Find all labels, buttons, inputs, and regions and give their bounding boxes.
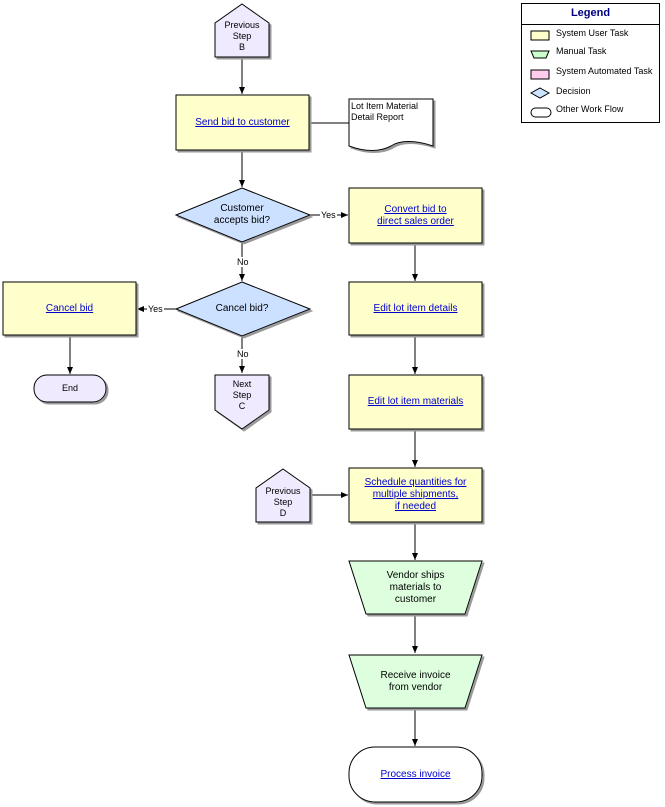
- decision-accepts-label: Customer accepts bid?: [213, 203, 271, 226]
- legend-swatch-decision: [529, 87, 551, 99]
- edit-details-link[interactable]: Edit lot item details: [373, 302, 458, 314]
- task-cancel-box: [2, 281, 137, 336]
- process-invoice-link[interactable]: Process invoice: [380, 768, 451, 780]
- manual-receive-shape: [348, 654, 483, 709]
- manual-vendor-label: Vendor ships materials to customer: [386, 569, 445, 605]
- edge-label-no-cancel: No: [236, 349, 250, 359]
- edge-label-no-accepts: No: [236, 257, 250, 267]
- legend-swatches: [529, 30, 552, 118]
- decision-cancel-label: Cancel bid?: [215, 303, 269, 314]
- legend-swatch-manual-task: [530, 50, 550, 59]
- task-convert-box: [348, 187, 483, 244]
- legend-item-automated-task: System Automated Task: [556, 66, 653, 76]
- decision-accepts-shape: [174, 187, 312, 243]
- convert-bid-link[interactable]: Convert bid to direct sales order: [377, 203, 454, 227]
- legend-item-user-task: System User Task: [556, 28, 629, 38]
- terminator-end-shape: [33, 374, 107, 403]
- offpage-label-next-c: Next Step C: [232, 378, 252, 411]
- legend-divider: [522, 24, 659, 25]
- legend-swatch-user-task: [530, 30, 550, 41]
- edge-label-yes-cancel: Yes: [147, 304, 164, 314]
- schedule-link[interactable]: Schedule quantities for multiple shipmen…: [364, 477, 467, 512]
- legend-item-manual-task: Manual Task: [556, 46, 607, 56]
- legend-item-other-flow: Other Work Flow: [556, 104, 624, 114]
- offpage-prev-step-b: [214, 3, 270, 58]
- legend-title: Legend: [570, 7, 611, 19]
- document-report-shape: [348, 98, 434, 151]
- terminator-end-label: End: [61, 383, 78, 393]
- task-edit-details-box: [348, 281, 483, 336]
- terminator-process-shape: [348, 746, 483, 803]
- legend-swatch-other-flow: [530, 107, 552, 118]
- offpage-prev-step-d: [255, 468, 311, 523]
- decision-cancel-shape: [174, 281, 312, 337]
- task-edit-materials-box: [348, 374, 483, 430]
- manual-receive-label: Receive invoice from vendor: [380, 669, 451, 693]
- offpage-label-prev-d: Previous Step D: [265, 485, 301, 518]
- offpage-label-prev-b: Previous Step B: [224, 19, 260, 52]
- legend-item-decision: Decision: [556, 86, 591, 96]
- task-send-bid-box: [175, 94, 310, 151]
- edge-label-yes-accepts: Yes: [320, 210, 337, 220]
- edit-materials-link[interactable]: Edit lot item materials: [367, 396, 464, 407]
- manual-vendor-shape: [348, 560, 483, 615]
- task-schedule-box: [348, 467, 483, 523]
- cancel-bid-link[interactable]: Cancel bid: [45, 302, 94, 314]
- legend-swatch-automated-task: [530, 69, 550, 80]
- report-label: Lot Item Material Detail Report: [351, 101, 419, 122]
- send-bid-link[interactable]: Send bid to customer: [195, 116, 290, 128]
- offpage-next-step-c: [214, 374, 270, 430]
- legend-panel: Legend System User Task Manual Task Syst…: [521, 3, 660, 123]
